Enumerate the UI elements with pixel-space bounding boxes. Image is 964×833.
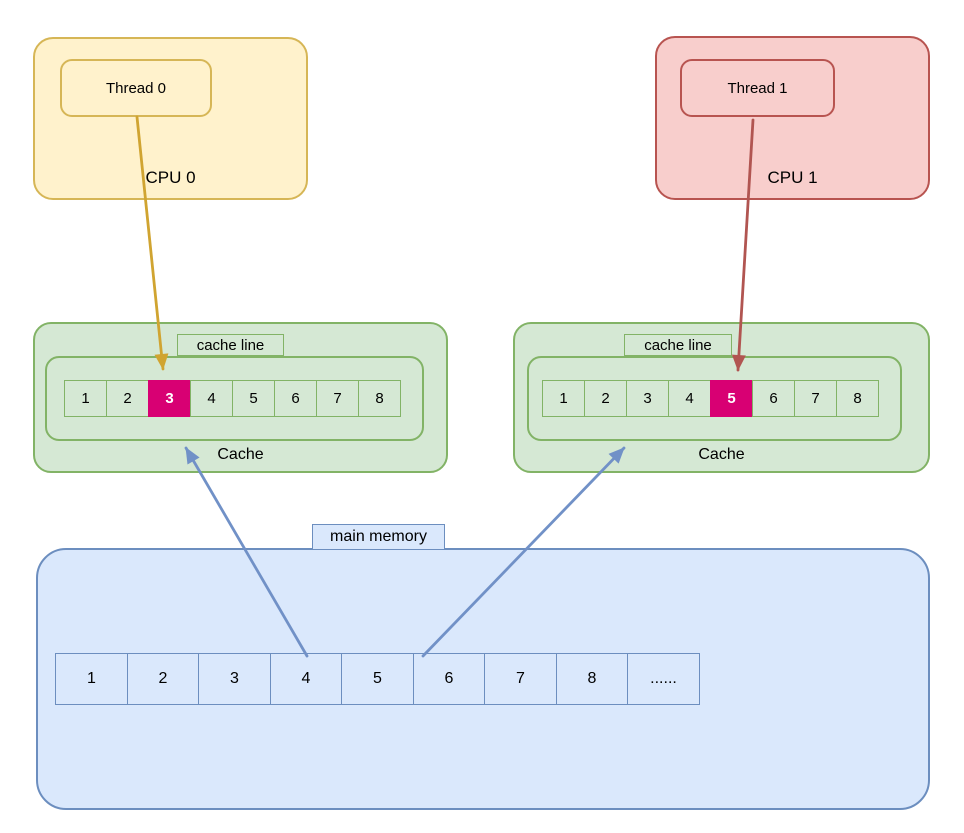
cache1-label: Cache: [698, 446, 745, 463]
memory-cell-ellipsis: ......: [627, 653, 700, 705]
cache0-cell-6: 6: [274, 380, 317, 417]
memory-cell-8: 8: [555, 653, 629, 705]
cpu0-box: Thread 0 CPU 0: [33, 37, 308, 200]
thread1-label: Thread 1: [727, 79, 788, 97]
cache0-cell-1: 1: [64, 380, 107, 417]
cache0-line-box: 1 2 3 4 5 6 7 8: [45, 356, 424, 441]
cpu1-label: CPU 1: [767, 168, 818, 187]
cache1-cell-6: 6: [752, 380, 795, 417]
memory-cell-5: 5: [341, 653, 414, 705]
thread0-box: Thread 0: [60, 59, 212, 117]
thread1-box: Thread 1: [680, 59, 835, 117]
memory-cell-7: 7: [484, 653, 557, 705]
cache0-cell-4: 4: [190, 380, 233, 417]
main-memory-box: main memory 1 2 3 4 5 6 7 8 ......: [36, 524, 930, 810]
cache1-line-label: cache line: [624, 334, 732, 356]
main-memory-label: main memory: [312, 524, 445, 550]
cache0-box: cache line 1 2 3 4 5 6 7 8 Cache: [33, 322, 448, 473]
cache1-cells: 1 2 3 4 5 6 7 8: [542, 380, 879, 417]
cache1-cell-7: 7: [794, 380, 837, 417]
memory-cell-4: 4: [269, 653, 343, 705]
memory-cell-3: 3: [198, 653, 271, 705]
cache1-cell-5: 5: [710, 380, 753, 417]
cpu0-label: CPU 0: [145, 168, 196, 187]
memory-cell-2: 2: [126, 653, 200, 705]
cache0-cell-5: 5: [232, 380, 275, 417]
thread0-label: Thread 0: [105, 79, 167, 97]
cache1-cell-1: 1: [542, 380, 585, 417]
memory-cell-6: 6: [412, 653, 486, 705]
cache0-line-label: cache line: [177, 334, 284, 356]
cache1-line-box: 1 2 3 4 5 6 7 8: [527, 356, 902, 441]
memory-cell-1: 1: [55, 653, 128, 705]
cache0-cell-8: 8: [358, 380, 401, 417]
cache1-cell-2: 2: [584, 380, 627, 417]
cache0-label: Cache: [217, 446, 264, 463]
cache0-cell-3: 3: [148, 380, 191, 417]
cpu1-box: Thread 1 CPU 1: [655, 36, 930, 200]
cache1-cell-8: 8: [836, 380, 879, 417]
cache0-cells: 1 2 3 4 5 6 7 8: [64, 380, 401, 417]
memory-cells: 1 2 3 4 5 6 7 8 ......: [55, 653, 700, 705]
cache1-cell-3: 3: [626, 380, 669, 417]
cache0-cell-2: 2: [106, 380, 149, 417]
cache0-cell-7: 7: [316, 380, 359, 417]
cache1-cell-4: 4: [668, 380, 711, 417]
cache1-box: cache line 1 2 3 4 5 6 7 8 Cache: [513, 322, 930, 473]
